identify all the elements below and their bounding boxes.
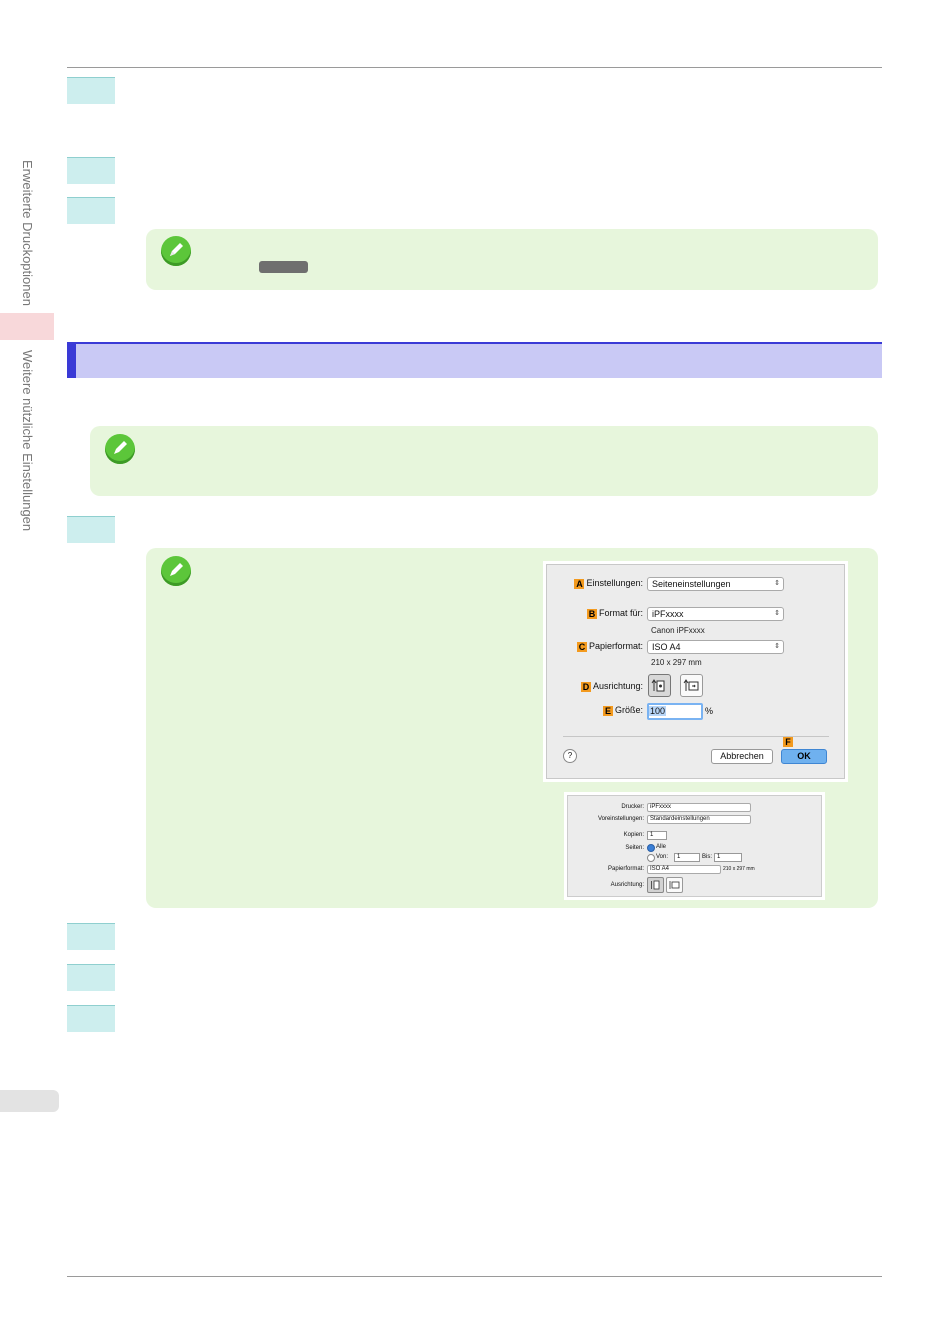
note-pencil-icon xyxy=(105,434,135,464)
copies-label: Kopien: xyxy=(623,832,644,838)
landscape-icon xyxy=(669,881,680,889)
step-marker xyxy=(67,197,115,224)
format-for-select[interactable]: iPFxxxx⇕ xyxy=(647,607,784,621)
printer-model-text: Canon iPFxxxx xyxy=(651,626,705,635)
printer-select[interactable]: iPFxxxx xyxy=(647,803,751,812)
orientation-label: Ausrichtung: xyxy=(610,882,644,888)
paper-size-label: Papierformat: xyxy=(588,641,643,651)
cancel-button[interactable]: Abbrechen xyxy=(711,749,773,764)
orientation-label: Ausrichtung: xyxy=(592,681,643,691)
step-marker xyxy=(67,1005,115,1032)
sidebar-section-label: Weitere nützliche Einstellungen xyxy=(20,350,35,532)
portrait-icon xyxy=(651,679,665,692)
format-for-label: Format für: xyxy=(598,608,643,618)
select-arrows-icon: ⇕ xyxy=(774,580,780,587)
step-marker xyxy=(67,77,115,104)
note-pencil-icon xyxy=(161,236,191,266)
select-arrows-icon: ⇕ xyxy=(774,643,780,650)
note-box xyxy=(146,229,878,290)
callout-b: B xyxy=(586,608,597,619)
settings-label: Einstellungen: xyxy=(586,578,643,588)
presets-select[interactable]: Standardeinstellungen xyxy=(647,815,751,824)
portrait-button[interactable] xyxy=(647,877,664,893)
note-pencil-icon xyxy=(161,556,191,586)
pages-from-input[interactable]: 1 xyxy=(674,853,700,862)
print-dialog: Drucker: iPFxxxx Voreinstellungen: Stand… xyxy=(567,795,822,897)
pages-range-radio[interactable] xyxy=(647,854,655,862)
help-button[interactable]: ? xyxy=(563,749,577,763)
step-marker xyxy=(67,964,115,991)
pages-label: Seiten: xyxy=(625,845,644,851)
paper-size-text: 210 x 297 mm xyxy=(723,866,755,872)
footer-rule xyxy=(67,1276,882,1277)
landscape-button[interactable] xyxy=(666,877,683,893)
ok-button[interactable]: OK xyxy=(781,749,827,764)
scale-input[interactable]: 100 xyxy=(647,703,703,720)
pages-from-label: Von: xyxy=(656,854,669,860)
copies-input[interactable]: 1 xyxy=(647,831,667,840)
orientation-portrait-button[interactable] xyxy=(648,674,671,697)
step-marker xyxy=(67,923,115,950)
callout-e: E xyxy=(602,705,613,716)
dialog-divider xyxy=(563,736,829,737)
paper-select[interactable]: ISO A4 xyxy=(647,865,721,874)
note-box xyxy=(90,426,878,496)
callout-c: C xyxy=(576,641,587,652)
portrait-icon xyxy=(651,880,660,890)
callout-a: A xyxy=(574,578,585,589)
header-rule xyxy=(67,67,882,68)
scale-unit: % xyxy=(705,706,714,716)
paper-dimensions-text: 210 x 297 mm xyxy=(651,658,702,667)
select-arrows-icon: ⇕ xyxy=(774,610,780,617)
page-tab xyxy=(0,1090,59,1112)
step-marker xyxy=(67,157,115,184)
callout-f: F xyxy=(783,737,793,747)
landscape-icon xyxy=(683,679,699,691)
pages-to-input[interactable]: 1 xyxy=(714,853,742,862)
presets-label: Voreinstellungen: xyxy=(597,816,644,822)
orientation-landscape-button[interactable] xyxy=(680,674,703,697)
paper-size-select[interactable]: ISO A4⇕ xyxy=(647,640,784,654)
pages-all-label: Alle xyxy=(656,844,667,850)
printer-label: Drucker: xyxy=(621,804,644,810)
key-badge xyxy=(259,261,308,273)
section-heading-bar xyxy=(67,342,882,378)
sidebar-active-marker xyxy=(0,313,54,340)
pages-all-radio[interactable] xyxy=(647,844,655,852)
step-marker xyxy=(67,516,115,543)
callout-d: D xyxy=(580,681,591,692)
paper-label: Papierformat: xyxy=(607,866,644,872)
scale-label: Größe: xyxy=(614,705,643,715)
pages-to-label: Bis: xyxy=(702,854,713,860)
sidebar-chapter-label: Erweiterte Druckoptionen xyxy=(20,160,35,306)
settings-select[interactable]: Seiteneinstellungen⇕ xyxy=(647,577,784,591)
